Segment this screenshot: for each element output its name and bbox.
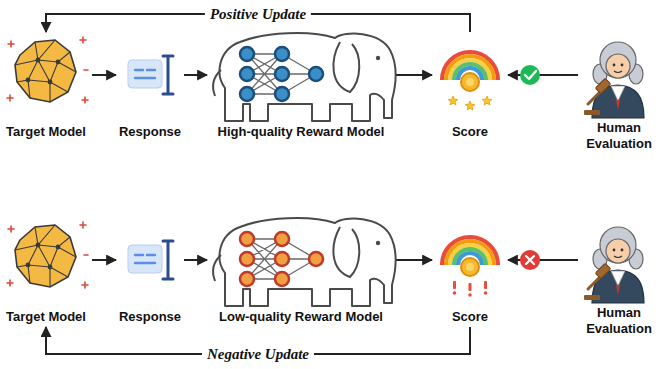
network-nodes xyxy=(240,67,254,81)
flow-arrow xyxy=(92,259,116,261)
network-nodes xyxy=(240,232,323,286)
warning-marks xyxy=(469,283,472,291)
network-nodes xyxy=(275,87,289,101)
warning-marks xyxy=(484,281,487,289)
node-label: Low-quality Reward Model xyxy=(207,309,395,325)
warning-marks xyxy=(453,281,488,297)
warning-marks xyxy=(484,291,488,295)
icon-node: Low-quality Reward Model xyxy=(207,217,395,327)
row-top-icons xyxy=(7,33,644,121)
check-mark xyxy=(525,71,536,79)
icon-node: Human Evaluation xyxy=(578,32,660,154)
score-stars xyxy=(448,96,458,105)
check-mark xyxy=(520,65,540,85)
icon-node: Score xyxy=(432,217,508,327)
target-model-icon xyxy=(7,222,88,288)
node-label: Response xyxy=(116,124,184,140)
human-judge-icon xyxy=(584,42,644,118)
flow-arrow xyxy=(92,74,116,76)
node-label: Score xyxy=(432,124,508,140)
network-nodes xyxy=(240,47,254,61)
warning-marks xyxy=(468,293,472,297)
score-gauge xyxy=(442,52,498,91)
node-label: Response xyxy=(116,309,184,325)
network-nodes xyxy=(275,232,289,246)
warning-marks xyxy=(453,281,456,289)
cross-mark xyxy=(520,250,540,270)
icon-node: High-quality Reward Model xyxy=(207,32,395,142)
update-label: Positive Update xyxy=(205,5,311,23)
target-model-icon xyxy=(7,37,88,103)
flow-arrow xyxy=(184,74,207,76)
icon-node: Human Evaluation xyxy=(578,217,660,339)
network-nodes xyxy=(240,47,323,101)
icon-node: Response xyxy=(116,32,184,142)
network-nodes xyxy=(240,87,254,101)
check-mark xyxy=(520,65,540,85)
network-nodes xyxy=(275,67,289,81)
flow-arrow xyxy=(395,259,432,261)
network-nodes xyxy=(275,47,289,61)
row-bottom-icons xyxy=(7,218,644,306)
cross-mark xyxy=(520,250,540,270)
flow-arrow xyxy=(508,259,578,261)
node-label: Human Evaluation xyxy=(578,120,660,152)
response-icon xyxy=(128,241,173,279)
score-stars xyxy=(448,96,492,110)
flow-arrow xyxy=(395,74,432,76)
reward-model-elephant xyxy=(213,33,395,121)
warning-marks xyxy=(453,291,457,295)
response-icon xyxy=(128,56,173,94)
icon-node: Target Model xyxy=(0,217,92,327)
update-label: Negative Update xyxy=(202,345,314,363)
node-label: Human Evaluation xyxy=(578,305,660,337)
node-label: High-quality Reward Model xyxy=(207,124,395,140)
node-label: Score xyxy=(432,309,508,325)
network-nodes xyxy=(240,252,254,266)
human-judge-icon xyxy=(584,227,644,303)
node-label: Target Model xyxy=(0,309,92,325)
reward-model-elephant xyxy=(213,218,395,306)
network-nodes xyxy=(275,252,289,266)
icon-node: Response xyxy=(116,217,184,327)
network-nodes xyxy=(240,272,254,286)
network-nodes xyxy=(309,252,323,266)
network-nodes xyxy=(240,232,254,246)
network-nodes xyxy=(309,67,323,81)
icon-node: Score xyxy=(432,32,508,142)
node-label: Target Model xyxy=(0,124,92,140)
score-stars xyxy=(482,96,492,105)
flow-arrow xyxy=(184,259,207,261)
icon-node: Target Model xyxy=(0,32,92,142)
score-stars xyxy=(465,101,475,110)
flow-arrow xyxy=(508,74,578,76)
network-nodes xyxy=(275,272,289,286)
score-gauge xyxy=(442,237,498,276)
cross-mark xyxy=(526,256,534,264)
